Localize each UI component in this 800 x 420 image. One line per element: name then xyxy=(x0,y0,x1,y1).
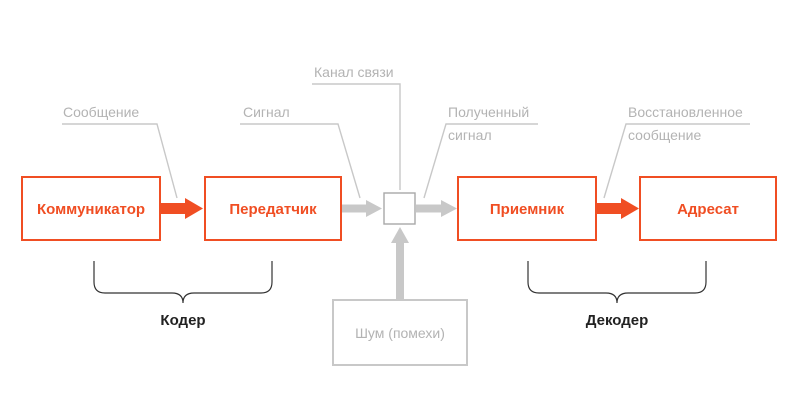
callout-received-line2: сигнал xyxy=(448,127,492,143)
box-transmitter xyxy=(204,176,342,241)
callout-restored-line1: Восстановленное xyxy=(628,104,743,120)
callout-received-line1: Полученный xyxy=(448,104,529,120)
callout-signal: Сигнал xyxy=(243,104,290,120)
arrow-noise-channel-head xyxy=(391,227,409,243)
leader-signal xyxy=(240,123,361,199)
callout-message: Сообщение xyxy=(63,104,139,120)
callout-restored-line2: сообщение xyxy=(628,127,701,143)
box-addressee-label: Адресат xyxy=(677,201,739,218)
box-communicator-label: Коммуникатор xyxy=(37,201,145,218)
arrow-transmitter-channel-head xyxy=(366,200,382,217)
leader-channel xyxy=(312,83,401,190)
brace-coder xyxy=(93,261,273,304)
box-transmitter-label: Передатчик xyxy=(229,201,317,218)
arrow-communicator-transmitter-head xyxy=(185,198,203,219)
callout-channel: Канал связи xyxy=(314,64,394,80)
arrow-transmitter-channel-shaft xyxy=(341,204,367,213)
arrow-channel-receiver-head xyxy=(441,200,457,217)
box-receiver-label: Приемник xyxy=(490,201,565,218)
callout-leaders xyxy=(62,83,750,199)
box-noise-label: Шум (помехи) xyxy=(355,325,445,341)
label-decoder: Декодер xyxy=(586,312,649,329)
leader-restored xyxy=(603,123,750,199)
box-noise xyxy=(332,299,468,366)
leader-received xyxy=(423,123,538,199)
arrow-communicator-transmitter-shaft xyxy=(160,203,186,214)
brace-decoder xyxy=(527,261,707,304)
box-communicator xyxy=(21,176,161,241)
channel-node xyxy=(383,192,416,225)
box-addressee xyxy=(639,176,777,241)
label-coder: Кодер xyxy=(160,312,205,329)
arrow-receiver-addressee-shaft xyxy=(596,203,622,214)
box-receiver xyxy=(457,176,597,241)
arrow-channel-receiver-shaft xyxy=(416,204,442,213)
arrow-receiver-addressee-head xyxy=(621,198,639,219)
arrow-noise-channel-shaft xyxy=(396,242,404,300)
leader-message xyxy=(62,123,178,199)
